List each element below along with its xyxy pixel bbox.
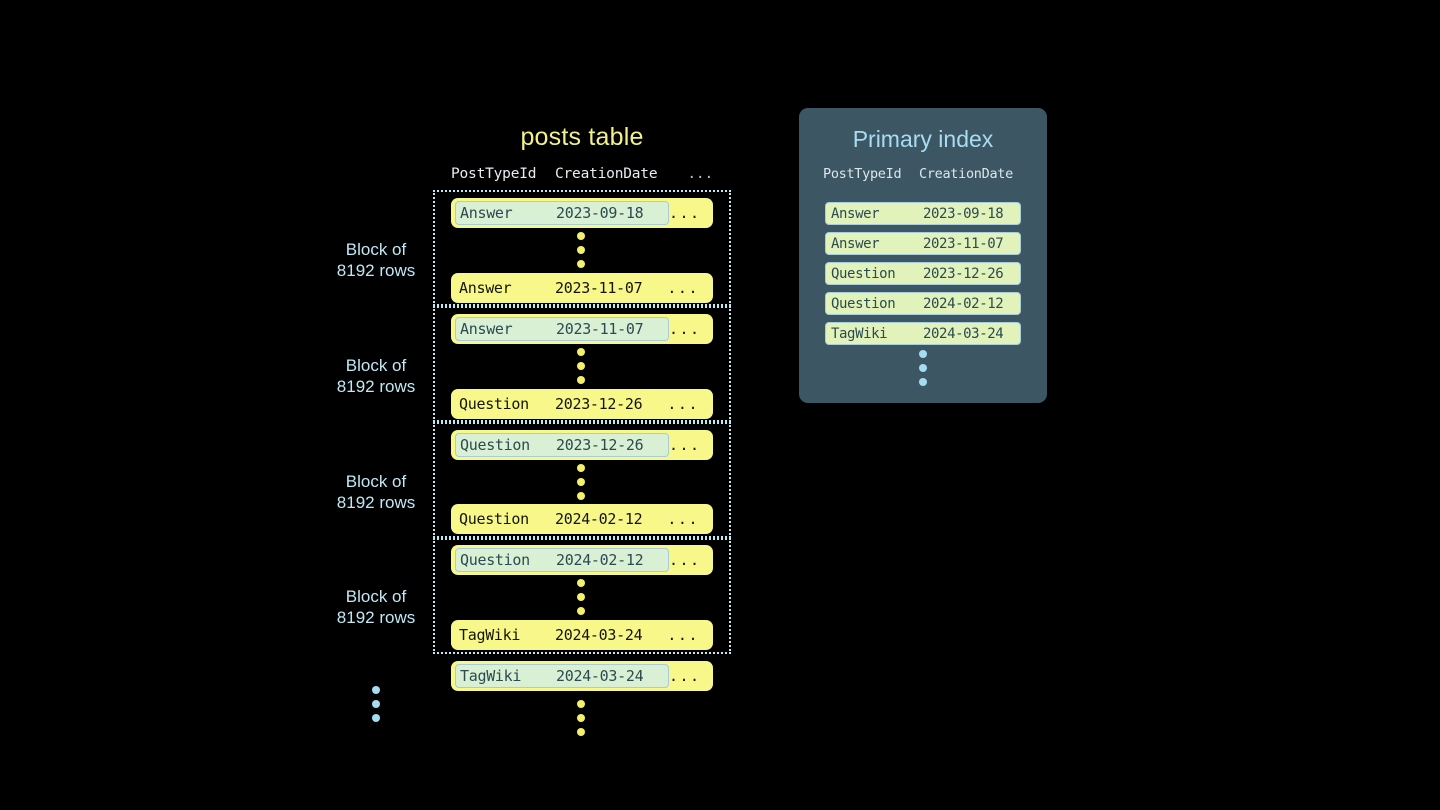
- index-row-posttypeid: TagWiki: [831, 325, 888, 342]
- block-3-label: Block of 8192 rows: [296, 471, 456, 513]
- block-2: [433, 306, 731, 422]
- index-row-posttypeid: Question: [831, 295, 896, 312]
- row-creationdate: 2024-03-24: [556, 667, 644, 685]
- index-row-creationdate: 2023-12-26: [923, 265, 1004, 282]
- row-posttypeid: Answer: [459, 279, 512, 297]
- index-dots-group: [918, 350, 928, 386]
- index-row-creationdate: 2023-11-07: [923, 235, 1004, 252]
- index-row-posttypeid: Answer: [831, 205, 880, 222]
- index-row: TagWiki 2024-03-24: [825, 322, 1021, 345]
- row-gap-dots: [576, 348, 586, 384]
- row-gap-dots: [576, 579, 586, 615]
- block-4-label-line1: Block of: [345, 587, 407, 606]
- row-ellipsis: ...: [667, 395, 699, 413]
- row-posttypeid: Answer: [460, 320, 513, 338]
- row-ellipsis: ...: [669, 204, 701, 222]
- index-row-creationdate: 2024-03-24: [923, 325, 1004, 342]
- table-row: Question 2024-02-12 ...: [451, 504, 713, 534]
- table-row: Answer 2023-11-07 ...: [451, 314, 713, 344]
- block-4-label-line2: 8192 rows: [336, 608, 416, 627]
- row-creationdate: 2023-09-18: [556, 204, 644, 222]
- index-row: Answer 2023-11-07: [825, 232, 1021, 255]
- index-row-creationdate: 2023-09-18: [923, 205, 1004, 222]
- index-row-creationdate: 2024-02-12: [923, 295, 1004, 312]
- block-2-label-line1: Block of: [345, 356, 407, 375]
- block-2-label: Block of 8192 rows: [296, 355, 456, 397]
- table-row: Question 2023-12-26 ...: [451, 389, 713, 419]
- row-creationdate: 2024-02-12: [555, 510, 643, 528]
- index-row: Answer 2023-09-18: [825, 202, 1021, 225]
- row-ellipsis: ...: [667, 626, 699, 644]
- row-creationdate: 2023-11-07: [556, 320, 644, 338]
- table-continuation-dots: [576, 700, 586, 736]
- block-continuation-dots: [371, 686, 381, 722]
- row-creationdate: 2023-12-26: [555, 395, 643, 413]
- index-row: Question 2023-12-26: [825, 262, 1021, 285]
- row-ellipsis: ...: [669, 551, 701, 569]
- block-1: [433, 190, 731, 306]
- row-creationdate: 2024-02-12: [556, 551, 644, 569]
- primary-index-panel: Primary index PostTypeId CreationDate An…: [799, 108, 1047, 403]
- row-ellipsis: ...: [667, 279, 699, 297]
- table-row-trailing: TagWiki 2024-03-24 ...: [451, 661, 713, 691]
- row-gap-dots: [576, 464, 586, 500]
- index-row-posttypeid: Question: [831, 265, 896, 282]
- block-1-label-line2: 8192 rows: [336, 261, 416, 280]
- row-creationdate: 2023-12-26: [556, 436, 644, 454]
- index-row-posttypeid: Answer: [831, 235, 880, 252]
- table-row: TagWiki 2024-03-24 ...: [451, 620, 713, 650]
- row-creationdate: 2024-03-24: [555, 626, 643, 644]
- block-4-label: Block of 8192 rows: [296, 586, 456, 628]
- row-posttypeid: TagWiki: [459, 626, 521, 644]
- table-row: Answer 2023-11-07 ...: [451, 273, 713, 303]
- primary-index-column-headers: PostTypeId CreationDate: [823, 166, 1023, 182]
- block-4: [433, 538, 731, 654]
- block-3: [433, 422, 731, 538]
- table-row: Answer 2023-09-18 ...: [451, 198, 713, 228]
- block-3-label-line2: 8192 rows: [336, 493, 416, 512]
- row-ellipsis: ...: [669, 436, 701, 454]
- table-row: Question 2024-02-12 ...: [451, 545, 713, 575]
- row-creationdate: 2023-11-07: [555, 279, 643, 297]
- index-row: Question 2024-02-12: [825, 292, 1021, 315]
- table-row: Question 2023-12-26 ...: [451, 430, 713, 460]
- row-ellipsis: ...: [669, 320, 701, 338]
- block-2-label-line2: 8192 rows: [336, 377, 416, 396]
- posts-table-column-headers: PostTypeId CreationDate ...: [451, 166, 713, 182]
- row-posttypeid: Question: [460, 436, 530, 454]
- row-posttypeid: Answer: [460, 204, 513, 222]
- row-posttypeid: Question: [459, 395, 529, 413]
- column-header-posttypeid: PostTypeId: [451, 166, 537, 182]
- row-posttypeid: Question: [459, 510, 529, 528]
- primary-index-title: Primary index: [852, 126, 994, 152]
- row-posttypeid: Question: [460, 551, 530, 569]
- posts-table-title: posts table: [520, 123, 644, 151]
- row-ellipsis: ...: [669, 667, 701, 685]
- row-posttypeid: TagWiki: [460, 667, 522, 685]
- column-header-ellipsis: ...: [687, 166, 713, 182]
- block-1-label: Block of 8192 rows: [296, 239, 456, 281]
- index-column-header-posttypeid: PostTypeId: [823, 166, 902, 182]
- block-3-label-line1: Block of: [345, 472, 407, 491]
- row-gap-dots: [576, 232, 586, 268]
- column-header-creationdate: CreationDate: [555, 166, 658, 182]
- primary-index-rows: Answer 2023-09-18 Answer 2023-11-07 Ques…: [825, 202, 1021, 352]
- block-1-label-line1: Block of: [345, 240, 407, 259]
- row-ellipsis: ...: [667, 510, 699, 528]
- index-column-header-creationdate: CreationDate: [919, 166, 1013, 182]
